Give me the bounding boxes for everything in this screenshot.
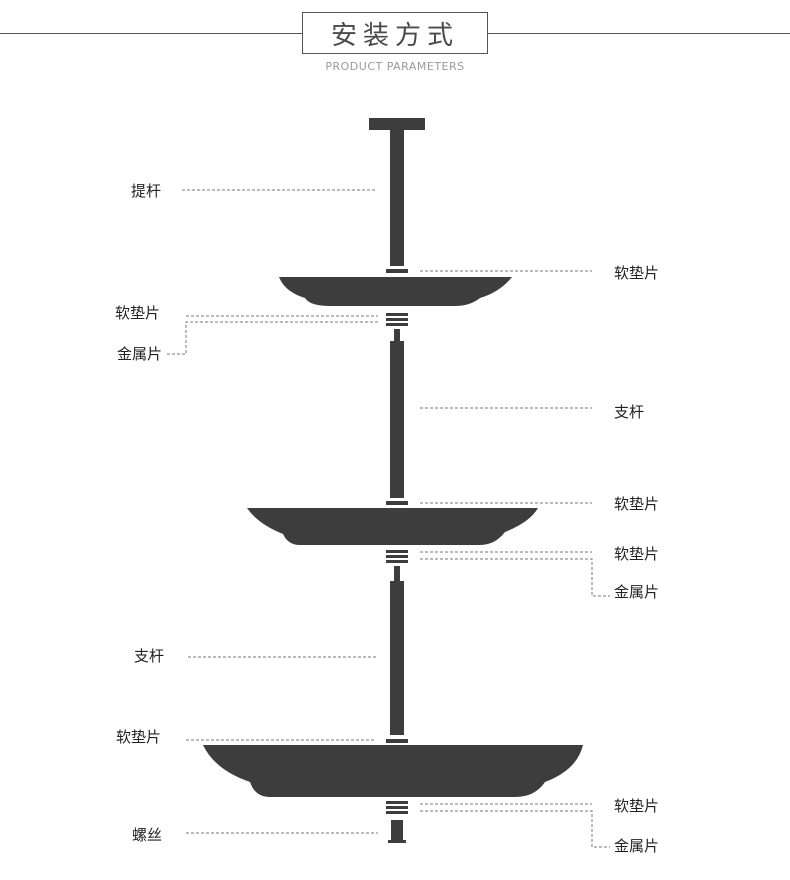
metal-washer-tier1-a [386, 318, 408, 321]
label-support-rod-lower: 支杆 [134, 647, 165, 665]
page-subtitle: PRODUCT PARAMETERS [325, 60, 465, 73]
soft-pad-tier1 [386, 313, 408, 316]
metal-washer-tier2-a [386, 555, 408, 558]
metal-washer-bottom-a [386, 806, 408, 809]
soft-pad-tier3-top [386, 739, 408, 743]
label-metal-tier1-left: 金属片 [117, 345, 163, 363]
label-metal-bottom-right: 金属片 [614, 837, 660, 855]
lift-rod [390, 129, 404, 266]
screw-head [388, 840, 406, 843]
label-lift-rod: 提杆 [131, 182, 162, 200]
leader-lines [166, 189, 610, 848]
label-soft-pad-tier2-bottom-right: 软垫片 [614, 545, 660, 563]
leader-metal-tier2-right [420, 558, 610, 597]
title-box: 安装方式 [302, 12, 488, 54]
assembly-parts [203, 118, 583, 843]
soft-pad-tier2-top [386, 501, 408, 505]
soft-pad-top [386, 269, 408, 273]
metal-washer-bottom-b [386, 811, 408, 814]
tray-tier-2 [247, 508, 538, 545]
lift-rod-handle [369, 118, 425, 130]
tray-tier-3 [203, 745, 583, 797]
header-rule-left [0, 33, 302, 34]
label-screw: 螺丝 [132, 826, 163, 844]
screw [391, 820, 403, 840]
label-soft-pad-tier1-left: 软垫片 [115, 304, 161, 322]
leader-metal-bottom-right [420, 810, 610, 848]
metal-washer-tier1-b [386, 323, 408, 326]
page-title: 安装方式 [330, 20, 459, 51]
support-rod-lower-thread [394, 566, 400, 581]
support-rod-lower [390, 581, 404, 735]
label-soft-pad-bottom-right: 软垫片 [614, 797, 660, 815]
leader-metal-tier1-left [166, 321, 378, 355]
label-soft-pad-tier3-left: 软垫片 [116, 728, 162, 746]
label-soft-pad-tier2-top-right: 软垫片 [614, 495, 660, 513]
label-support-rod-upper: 支杆 [614, 403, 645, 421]
support-rod-upper [390, 341, 404, 498]
soft-pad-bottom [386, 801, 408, 804]
header-rule-right [488, 33, 790, 34]
label-metal-tier2-right: 金属片 [614, 583, 660, 601]
tray-tier-1 [279, 277, 512, 306]
soft-pad-tier2 [386, 550, 408, 553]
label-soft-pad-top-right: 软垫片 [614, 264, 660, 282]
metal-washer-tier2-b [386, 560, 408, 563]
support-rod-upper-thread [394, 329, 400, 341]
